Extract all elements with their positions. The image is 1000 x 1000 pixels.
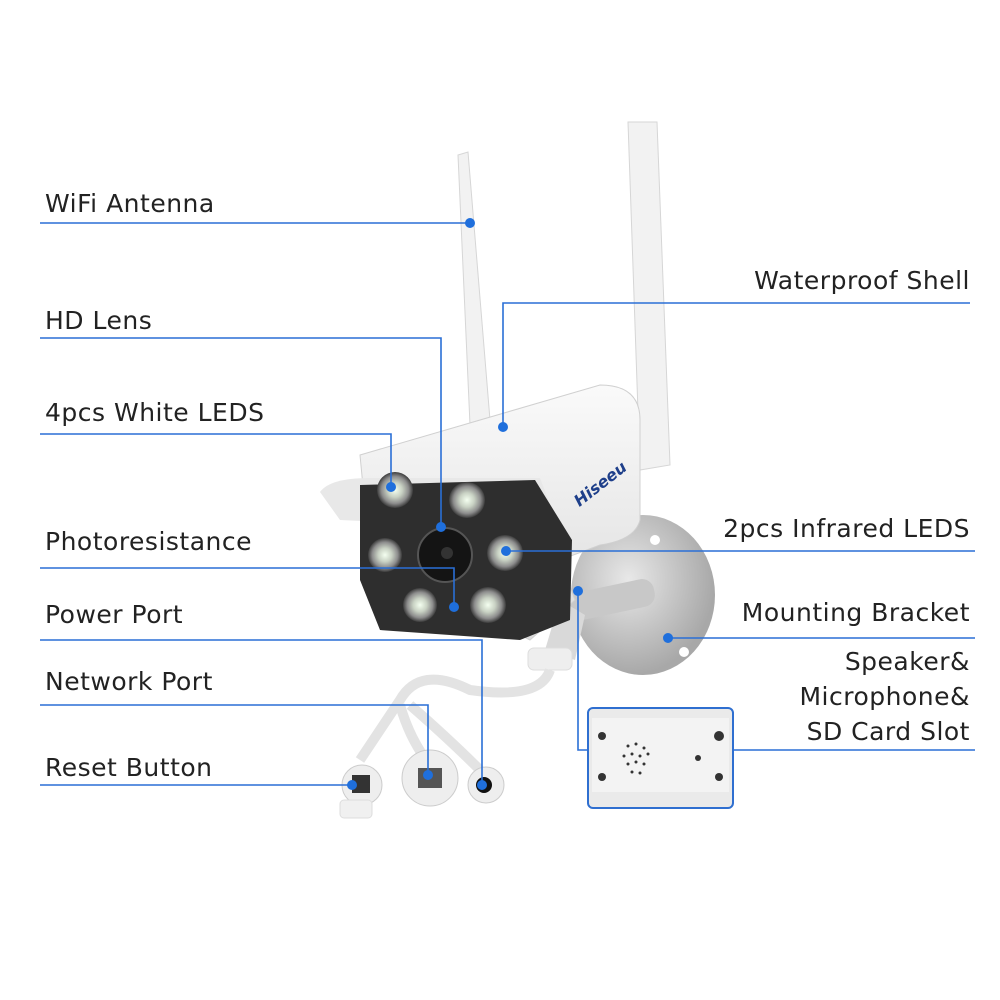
label-photoresistance: Photoresistance — [45, 527, 253, 556]
speaker-grille — [622, 742, 650, 775]
label-network-port: Network Port — [45, 667, 213, 696]
label-speaker-line2: Microphone& — [799, 682, 970, 711]
label-power-port: Power Port — [45, 600, 184, 629]
label-infrared-leds: 2pcs Infrared LEDS — [723, 514, 970, 543]
label-mounting-bracket: Mounting Bracket — [741, 598, 970, 627]
label-waterproof-shell: Waterproof Shell — [754, 266, 970, 295]
leader-dots — [347, 218, 673, 790]
leader-lines — [40, 222, 975, 786]
cable-assembly — [339, 667, 555, 819]
camera-body: Hiseeu — [320, 384, 641, 641]
label-reset-button: Reset Button — [45, 753, 213, 782]
label-speaker-line1: Speaker& — [844, 647, 970, 676]
antenna-right — [627, 121, 671, 471]
speaker-panel — [587, 707, 734, 809]
antenna-left — [457, 151, 491, 426]
label-speaker-line3: SD Card Slot — [806, 717, 970, 746]
label-wifi-antenna: WiFi Antenna — [45, 189, 215, 218]
label-hd-lens: HD Lens — [45, 306, 153, 335]
label-white-leds: 4pcs White LEDS — [45, 398, 265, 427]
